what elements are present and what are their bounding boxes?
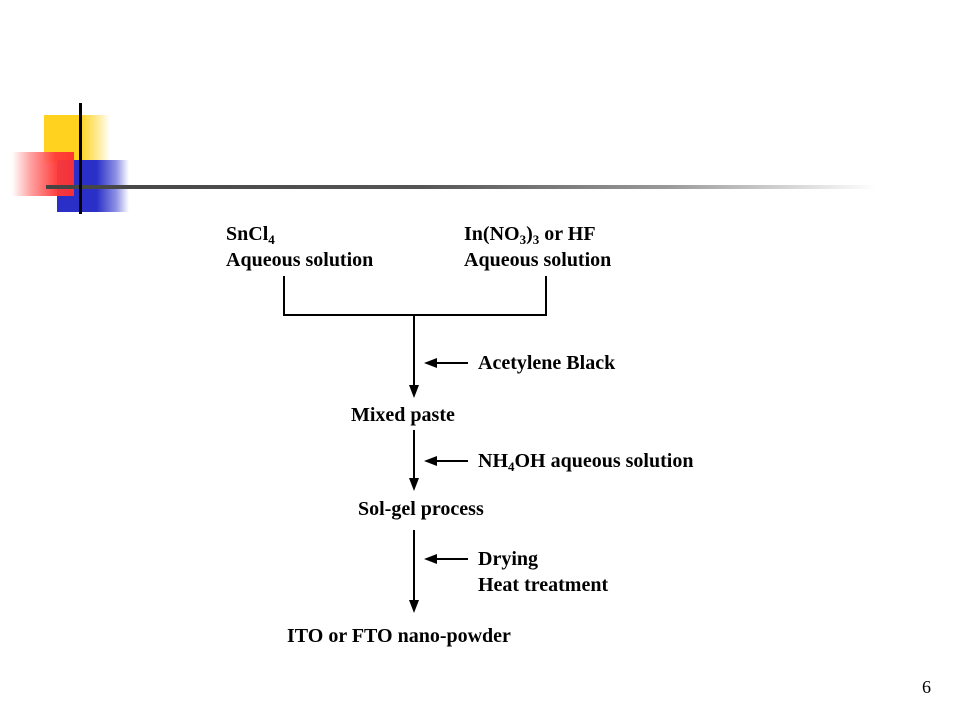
additive-drying: Drying <box>478 548 538 570</box>
input-arrow-2 <box>424 456 468 466</box>
source-right: In(NO3)3 or HF Aqueous solution <box>464 221 611 273</box>
additive-acetylene-black: Acetylene Black <box>478 352 616 374</box>
step-sol-gel-process: Sol-gel process <box>358 498 484 520</box>
page-number: 6 <box>922 677 931 697</box>
source-left: SnCl4 Aqueous solution <box>226 221 373 273</box>
additive-drying-heat: Drying Heat treatment <box>478 546 608 598</box>
input-arrow-3 <box>424 554 468 564</box>
main-arrow-2 <box>409 430 419 491</box>
product-nano-powder: ITO or FTO nano-powder <box>287 625 511 647</box>
step-mixed-paste: Mixed paste <box>351 404 455 426</box>
additive-nh4oh: NH4OH aqueous solution <box>478 450 694 474</box>
source-left-label: Aqueous solution <box>226 249 374 271</box>
decor-horizontal-rule <box>46 185 876 189</box>
decor-vertical-rule <box>79 103 82 214</box>
additive-heat-treatment: Heat treatment <box>478 574 609 596</box>
main-arrow-1 <box>409 315 419 398</box>
source-left-formula: SnCl4 <box>226 223 275 247</box>
source-right-formula: In(NO3)3 or HF <box>464 223 596 247</box>
input-arrow-1 <box>424 358 468 368</box>
main-arrow-3 <box>409 530 419 613</box>
source-right-label: Aqueous solution <box>464 249 612 271</box>
merge-bracket <box>283 276 547 316</box>
